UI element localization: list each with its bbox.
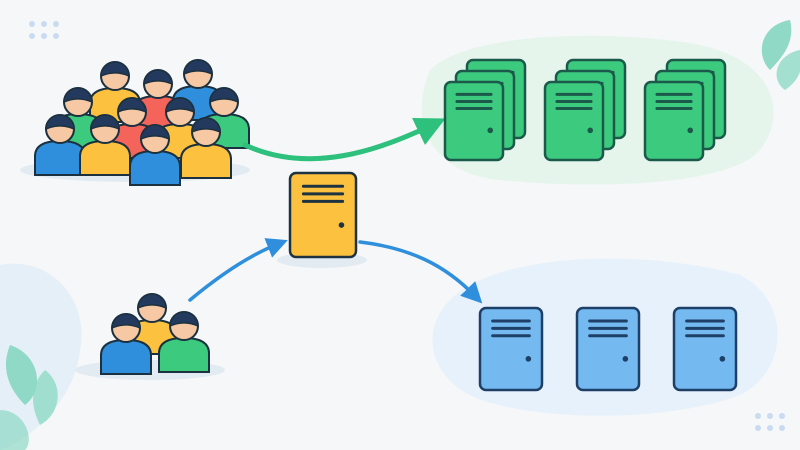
standard-server-row [478,306,738,392]
decorative-dots [755,413,785,431]
leaf-decoration-bottom-left [0,345,58,450]
dot [53,21,59,27]
small-user-group [100,293,210,375]
dot [779,413,785,419]
leaf-decoration-top-right [761,20,800,90]
server-icon [672,306,738,392]
arrow-to-standard-servers [358,240,483,304]
dot [755,425,761,431]
dot [41,21,47,27]
dot [755,413,761,419]
server-icon [288,171,358,259]
server-icon [575,306,641,392]
arrow-to-gateway-server [188,238,288,302]
person-icon [79,114,131,176]
arrow-to-scaled-out-servers [242,117,446,162]
decorative-dots [29,21,59,39]
dot [767,413,773,419]
large-user-group [34,59,250,186]
server-icon [643,80,705,162]
server-icon [478,306,544,392]
gateway-server [288,171,358,259]
dot [53,33,59,39]
dot [29,33,35,39]
scaled-out-server-stacks [443,58,727,162]
server-icon [443,80,505,162]
person-icon [34,114,86,176]
dot [767,425,773,431]
person-icon [100,313,152,375]
dot [779,425,785,431]
person-icon [89,61,141,123]
person-icon [129,124,181,186]
background-blob-corner [0,263,82,450]
person-icon [180,117,232,179]
dot [41,33,47,39]
dot [29,21,35,27]
server-icon [543,80,605,162]
person-icon [158,311,210,373]
